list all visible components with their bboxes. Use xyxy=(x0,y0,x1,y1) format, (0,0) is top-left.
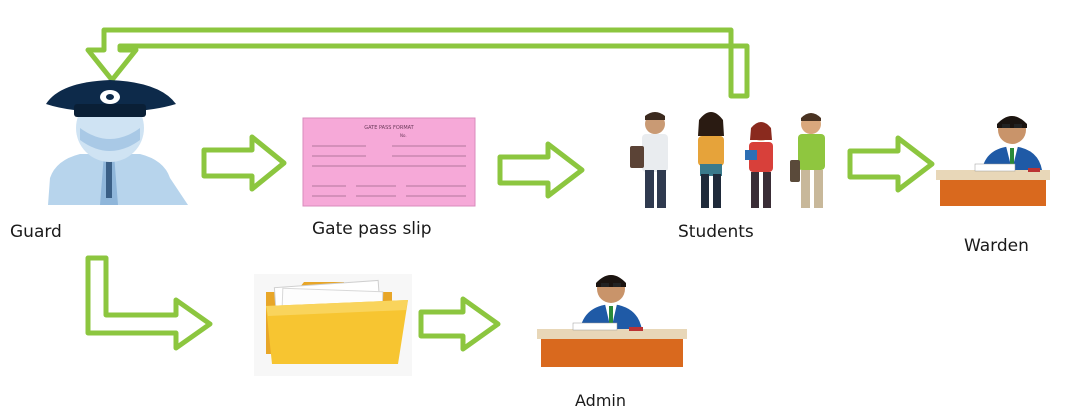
students-group-icon xyxy=(630,112,825,208)
feedback-loop-arrow xyxy=(85,27,750,99)
folder-icon xyxy=(254,274,412,376)
student-1-icon xyxy=(630,112,668,208)
arrow-guard-to-gatepass xyxy=(201,134,287,192)
admin-icon xyxy=(537,275,687,367)
students-label: Students xyxy=(678,222,754,242)
arrow-guard-to-folder xyxy=(85,255,213,351)
arrow-folder-to-admin xyxy=(418,296,501,352)
gate-pass-slip-label: Gate pass slip xyxy=(312,219,432,239)
guard-icon xyxy=(46,80,188,205)
student-2-icon xyxy=(698,112,724,208)
warden-label: Warden xyxy=(964,236,1029,256)
slip-title: GATE PASS FORMAT xyxy=(364,125,414,131)
admin-label: Admin xyxy=(575,391,626,410)
student-3-icon xyxy=(745,122,773,208)
arrow-gatepass-to-students xyxy=(497,141,585,199)
guard-label: Guard xyxy=(10,222,62,242)
gate-pass-slip-icon: GATE PASS FORMAT No. xyxy=(302,117,476,207)
student-4-icon xyxy=(790,113,825,208)
warden-icon xyxy=(936,116,1050,206)
arrow-students-to-warden xyxy=(847,135,935,193)
slip-no: No. xyxy=(400,133,407,138)
